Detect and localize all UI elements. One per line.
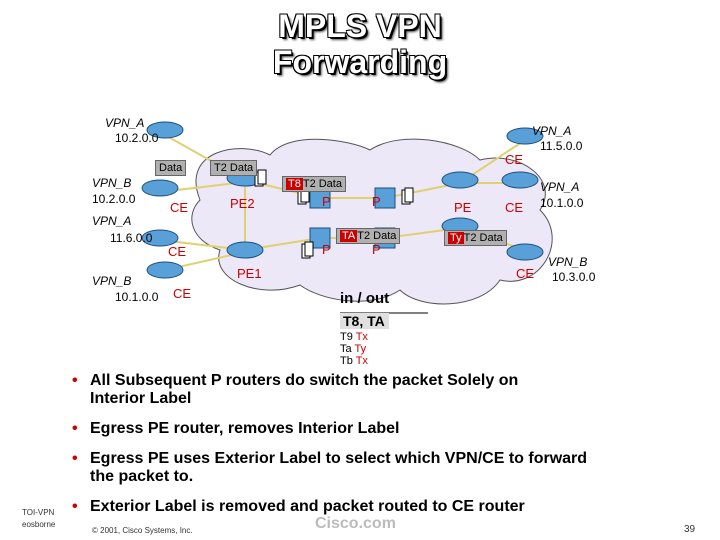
router-icon <box>141 179 179 197</box>
router-label: CE <box>505 152 524 167</box>
label-table: in / out T8, TA T9 Tx Ta Ty Tb Tx <box>340 290 390 367</box>
site-label: VPN_B <box>548 255 588 269</box>
router-icon <box>141 229 179 247</box>
site-label: VPN_B <box>92 274 132 288</box>
router-label: CE <box>168 244 187 259</box>
footer-copyright: © 2001, Cisco Systems, Inc. <box>92 526 193 535</box>
router-label: CE <box>170 200 189 215</box>
switch-icon <box>309 227 331 249</box>
table-row: T9 Tx <box>340 331 368 343</box>
bullet-list: All Subsequent P routers do switch the p… <box>68 372 688 516</box>
site-label: VPN_B <box>92 176 132 190</box>
table-row: Ta Ty <box>340 343 367 355</box>
router-label: P <box>322 242 331 257</box>
network-label: 11.6.0.0 <box>110 231 153 245</box>
router-icon <box>501 171 539 189</box>
network-label: 10.1.0.0 <box>115 290 159 304</box>
bullet-item: Egress PE router, removes Interior Label <box>68 420 688 438</box>
footer-course: TOI-VPN <box>22 508 55 517</box>
router-label: P <box>372 242 381 257</box>
site-label: VPN_A <box>92 214 132 228</box>
router-label: P <box>322 194 331 209</box>
labeled-packet: T2 Data <box>210 160 258 176</box>
title-bar <box>0 0 720 95</box>
router-icons <box>141 121 544 279</box>
network-label: 10.3.0.0 <box>552 270 596 284</box>
bullet-item: Exterior Label is removed and packet rou… <box>68 498 688 516</box>
network-label: 10.2.0.0 <box>92 192 136 206</box>
network-label: 10.2.0.0 <box>115 131 159 145</box>
site-label: VPN_A <box>540 180 580 194</box>
table-header: in / out <box>340 290 390 307</box>
router-label: PE1 <box>237 266 262 281</box>
router-icon <box>441 171 479 189</box>
site-label: VPN_A <box>105 116 145 130</box>
bullet-item: Egress PE uses Exterior Label to select … <box>68 450 610 486</box>
router-label: CE <box>516 266 535 281</box>
slide-title: MPLS VPN <box>278 8 442 44</box>
footer-author: eosborne <box>22 520 56 529</box>
data-packet: Data <box>155 160 187 176</box>
router-icon <box>226 241 264 259</box>
table-row: T8, TA <box>340 313 390 329</box>
router-icon <box>146 121 184 139</box>
network-label: 11.5.0.0 <box>540 139 583 153</box>
router-icon <box>506 243 544 261</box>
router-icon <box>506 127 544 145</box>
bullet-item: All Subsequent P routers do switch the p… <box>68 372 520 408</box>
switch-icon <box>374 187 396 209</box>
network-label: 10.1.0.0 <box>540 196 584 210</box>
router-label: CE <box>505 200 524 215</box>
router-label: P <box>372 194 381 209</box>
footer-brand: Cisco.com <box>315 515 396 532</box>
slide-subtitle: Forwarding <box>272 44 448 80</box>
table-row: Tb Tx <box>340 355 368 367</box>
router-label: CE <box>173 286 192 301</box>
router-label: PE <box>454 200 472 215</box>
page-number: 39 <box>684 524 696 535</box>
site-label: VPN_A <box>532 124 572 138</box>
router-icon <box>146 261 184 279</box>
router-label: PE2 <box>230 196 255 211</box>
